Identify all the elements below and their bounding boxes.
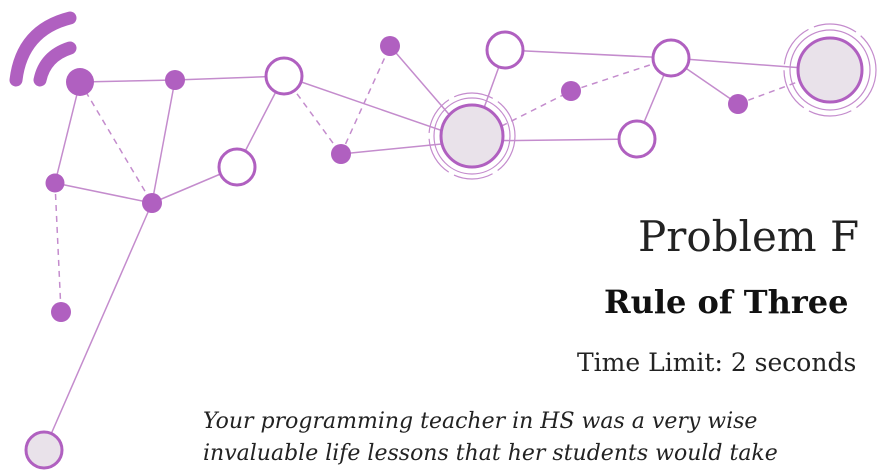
wifi-signal-icon (9, 11, 77, 87)
time-limit: Time Limit: 2 seconds (577, 348, 857, 377)
graph-large-node-right (783, 23, 877, 117)
graph-large-node-bottom (24, 430, 64, 470)
problem-statement: Your programming teacher in HS was a ver… (203, 406, 778, 470)
graph-dot-nodes (45, 36, 748, 322)
problem-title: Problem F (638, 212, 860, 261)
graph-large-node-center (428, 92, 516, 180)
statement-line: Your programming teacher in HS was a ver… (203, 409, 758, 434)
problem-name: Rule of Three (604, 283, 849, 321)
graph-ring-nodes (217, 30, 691, 187)
statement-line: invaluable life lessons that her student… (203, 441, 778, 466)
